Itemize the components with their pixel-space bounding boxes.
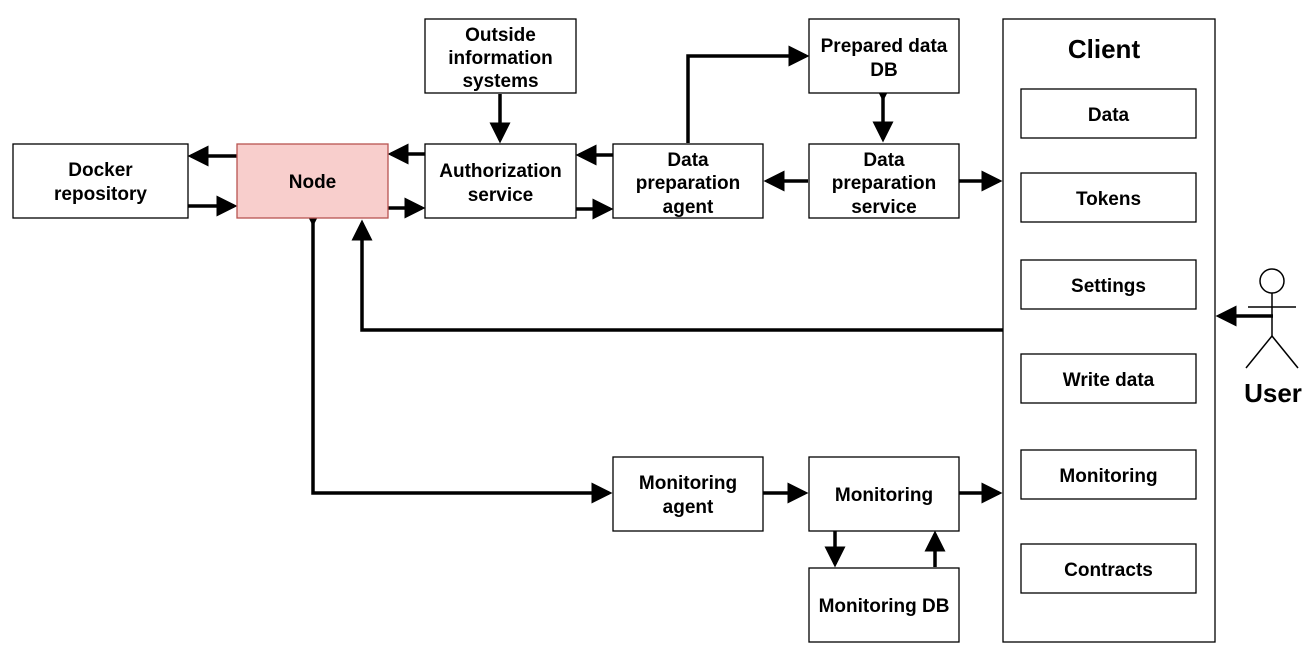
prep-agent-label-line2: preparation: [636, 173, 741, 194]
prepared-db-label-line1: Prepared data: [821, 36, 948, 57]
arrow-node-monitoring-agent: [302, 205, 613, 504]
docker-label-line1: Docker: [68, 160, 133, 181]
auth-label-line1: Authorization: [439, 161, 561, 182]
client-container: Client Data Tokens Settings Write data M…: [1002, 18, 1216, 643]
client-title: Client: [1068, 34, 1141, 64]
prepared-data-db-box: Prepared data DB: [808, 18, 960, 94]
outside-label-line1: Outside: [465, 25, 536, 46]
data-preparation-agent-box: Data preparation agent: [612, 143, 764, 219]
client-item-label: Write data: [1063, 370, 1155, 391]
mon-agent-label-line2: agent: [663, 497, 714, 518]
client-item-label: Tokens: [1076, 189, 1141, 210]
mon-db-label: Monitoring DB: [819, 596, 950, 617]
monitoring-db-box: Monitoring DB: [808, 567, 960, 643]
connectors: [187, 45, 1273, 568]
client-item-settings: Settings: [1020, 259, 1197, 310]
prep-agent-label-line3: agent: [663, 197, 714, 218]
client-item-tokens: Tokens: [1020, 172, 1197, 223]
prep-agent-label-line1: Data: [667, 150, 709, 171]
mon-agent-label-line1: Monitoring: [639, 473, 737, 494]
arrow-prepagent-to-prepared-db: [686, 45, 810, 143]
monitoring-box: Monitoring: [808, 456, 960, 532]
prep-service-label-line1: Data: [863, 150, 905, 171]
prepared-db-label-line2: DB: [870, 60, 897, 81]
client-item-label: Monitoring: [1059, 466, 1157, 487]
data-preparation-service-box: Data preparation service: [808, 143, 960, 219]
docker-label-line2: repository: [54, 184, 147, 205]
client-item-label: Data: [1088, 105, 1130, 126]
arrow-client-to-node: [351, 219, 1003, 332]
client-item-monitoring: Monitoring: [1020, 449, 1197, 500]
node-box: Node: [236, 143, 389, 219]
client-item-label: Settings: [1071, 276, 1146, 297]
auth-label-line2: service: [468, 185, 534, 206]
client-item-label: Contracts: [1064, 560, 1153, 581]
monitoring-label: Monitoring: [835, 485, 933, 506]
prep-service-label-line2: preparation: [832, 173, 937, 194]
prep-service-label-line3: service: [851, 197, 917, 218]
authorization-service-box: Authorization service: [424, 143, 577, 219]
outside-label-line2: information: [448, 48, 553, 69]
client-item-write-data: Write data: [1020, 353, 1197, 404]
docker-repository-box: Docker repository: [12, 143, 189, 219]
outside-information-systems-box: Outside information systems: [424, 18, 577, 94]
user-label: User: [1244, 378, 1302, 408]
client-item-contracts: Contracts: [1020, 543, 1197, 594]
client-item-data: Data: [1020, 88, 1197, 139]
monitoring-agent-box: Monitoring agent: [612, 456, 764, 532]
node-label: Node: [289, 172, 337, 193]
stick-figure-icon: [1245, 268, 1299, 369]
outside-label-line3: systems: [462, 71, 538, 92]
